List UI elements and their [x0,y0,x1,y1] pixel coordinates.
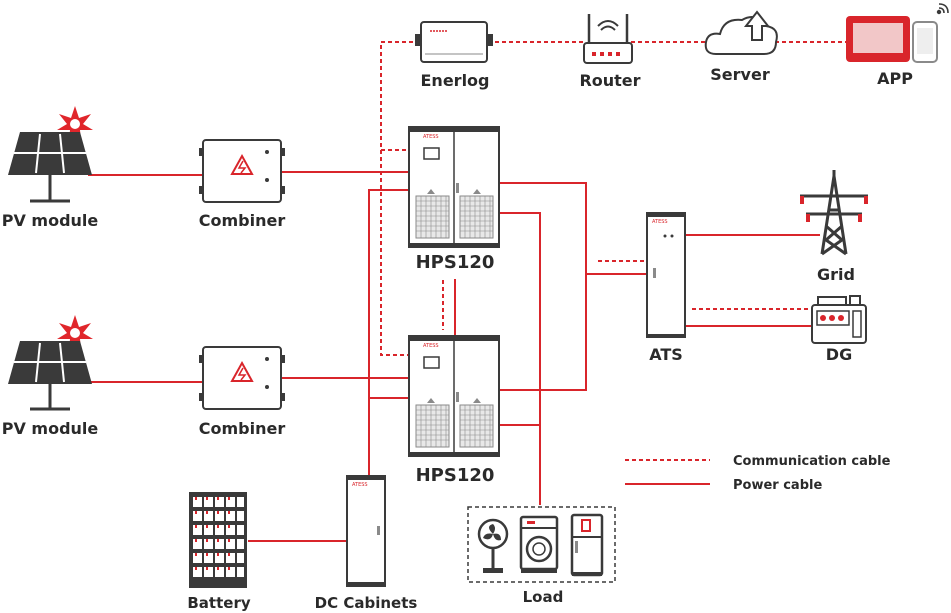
router: Router [579,14,641,90]
load-label: Load [523,588,564,606]
pv-module-2: PV module [2,315,99,438]
pv-module-label: PV module [2,211,99,230]
legend-communication-label: Communication cable [733,454,891,469]
battery-label: Battery [187,594,250,612]
solar-panel-icon [8,132,92,203]
solar-panel-icon [8,341,92,411]
dg: DG [811,295,867,364]
wifi-icon [597,20,619,31]
combiner-2: Combiner [199,346,286,438]
refrigerator-icon [570,513,604,577]
vent-grille [415,195,494,239]
fan-icon [477,518,509,573]
combiner-label: Combiner [199,419,286,438]
dg-label: DG [826,345,852,364]
server: Server [704,10,778,84]
legend: Communication cable Power cable [625,454,891,493]
cable-hps1-load [500,212,541,505]
dc-cabinet [346,475,386,587]
ats: ATESS ATS [646,212,686,364]
hps120-2: ATESS HPS120 [408,335,500,486]
cable-dc-hps1 [368,189,408,476]
washing-machine-icon [519,515,559,573]
warning-icon [230,153,254,175]
communication-cables [380,41,846,356]
legend-power-label: Power cable [733,478,822,493]
brand-mark: ATESS [352,482,368,488]
enerlog-label: Enerlog [421,71,490,90]
grid: Grid [800,170,868,284]
power-cables [88,171,820,542]
battery: Battery [187,492,251,612]
brand-mark: ATESS [423,343,439,349]
power-pylon-icon [800,170,868,256]
cable-hps2-ats [500,274,587,391]
combiner-1: Combiner [199,139,286,230]
cable-hps1-ats [500,182,646,275]
dc-cabinets: ATESS DC Cabinets [315,475,418,612]
ats-label: ATS [649,345,683,364]
signal-icon [936,3,949,15]
server-label: Server [710,65,770,84]
router-label: Router [579,71,640,90]
display-screen [423,356,440,369]
display-screen [423,147,440,160]
enerlog: Enerlog [415,21,493,90]
sun-burst-icon [57,106,93,142]
hps-label: HPS120 [416,465,495,486]
vent-grille [415,404,494,448]
grid-label: Grid [817,265,855,284]
brand-mark: ATESS [423,134,439,140]
pv-module-1: PV module [2,106,99,230]
sun-burst-icon [57,315,93,351]
app: APP [846,3,949,88]
hps120-1: ATESS HPS120 [408,126,500,273]
hps-label: HPS120 [416,252,495,273]
ats-cabinet [646,212,686,338]
pv-module-label: PV module [2,419,99,438]
app-label: APP [877,69,913,88]
comm-enerlog-hps1 [380,41,420,151]
load: Load [467,506,616,606]
load-group-box [467,506,616,583]
dc-cabinets-label: DC Cabinets [315,594,418,612]
brand-mark: ATESS [652,219,668,225]
warning-icon [230,360,254,382]
enerlog-box [420,21,488,63]
comm-enerlog-hps2 [380,150,408,356]
combiner-label: Combiner [199,211,286,230]
